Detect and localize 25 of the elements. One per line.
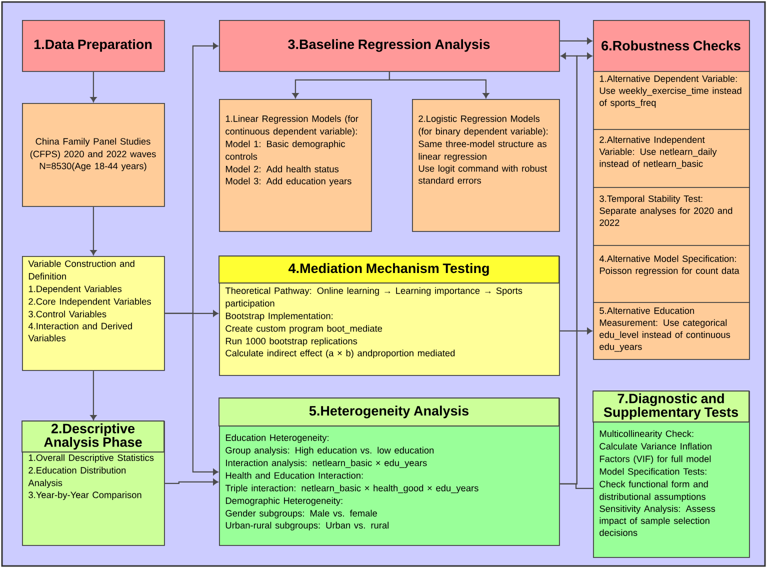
process-box: 1.Linear Regression Models (for continuous dependent variable): Model 1: Basic demographic controls Model 2: Add health status Model 3: Add education years xyxy=(219,99,372,232)
process-box: 3.Temporal Stability Test: Separate analyses for 2020 and 2022 xyxy=(593,187,750,246)
arrow xyxy=(164,478,218,486)
stage-header-box: 6.Robustness Checks xyxy=(593,20,750,72)
arrow xyxy=(90,72,97,102)
arrow xyxy=(164,312,218,476)
process-box: 2.Logistic Regression Models (for binary dependent variable): Same three-model structure as linear regression Use logit command with robust standard errors xyxy=(412,99,560,232)
arrow xyxy=(560,328,592,334)
process-box: Variable Construction and Definition 1.Dependent Variables 2.Core Independent Variables 3.Control Variables 4.Interaction and Derived Variables xyxy=(22,256,165,371)
arrow xyxy=(90,206,97,256)
stage-header-box: 1.Data Preparation xyxy=(22,20,165,72)
section-box: 4.Mediation Mechanism Testing Theoretical Pathway: Online learning → Learning importance → Sports participation Bootstrap Implementation: Create custom program boot_mediate Run 1000 bootstrap replications Calculate indirect effect (a × b) andproportion mediated xyxy=(218,256,560,376)
section-box: 7.Diagnostic and Supplementary Tests Multicollinearity Check: Calculate Variance Inflation Factors (VIF) for full model Model Specification Tests: Check functional form and distributional assumptions Sensitivity Analysis: Assess impact of sample selection decisions xyxy=(592,390,750,558)
arrow xyxy=(560,38,592,44)
process-box: 1.Alternative Dependent Variable: Use weekly_exercise_time instead of sports_freq xyxy=(593,71,750,130)
arrow xyxy=(90,370,97,420)
connector-line xyxy=(560,483,593,489)
arrow xyxy=(388,72,490,98)
process-box: China Family Panel Studies (CFPS) 2020 and 2022 waves N=8530(Age 18-44 years) xyxy=(22,103,165,207)
stage-header-box: 3.Baseline Regression Analysis xyxy=(219,20,560,72)
process-box: 4.Alternative Model Specification: Poisson regression for count data xyxy=(593,245,750,303)
section-box: 5.Heterogeneity Analysis Education Heterogeneity: Group analysis: High education vs. low education Interaction analysis: netlearn_basic × edu_years Health and Education Interaction: Triple interaction: netlearn_basic × health_good × edu_years Demographic Heterogeneity: Gender subgroups: Male vs. female Urban-rural subgroups: Urban vs. rural xyxy=(218,398,560,546)
process-box: 5.Alternative Education Measurement: Use categorical edu_level instead of continuous edu_years xyxy=(593,302,750,360)
process-box: 2.Alternative Independent Variable: Use netlearn_daily instead of netlearn_basic xyxy=(593,129,750,188)
section-box: 2.Descriptive Analysis Phase 1.Overall Descriptive Statistics 2.Education Distribution Analysis 3.Year-by-Year Comparison xyxy=(22,420,165,546)
